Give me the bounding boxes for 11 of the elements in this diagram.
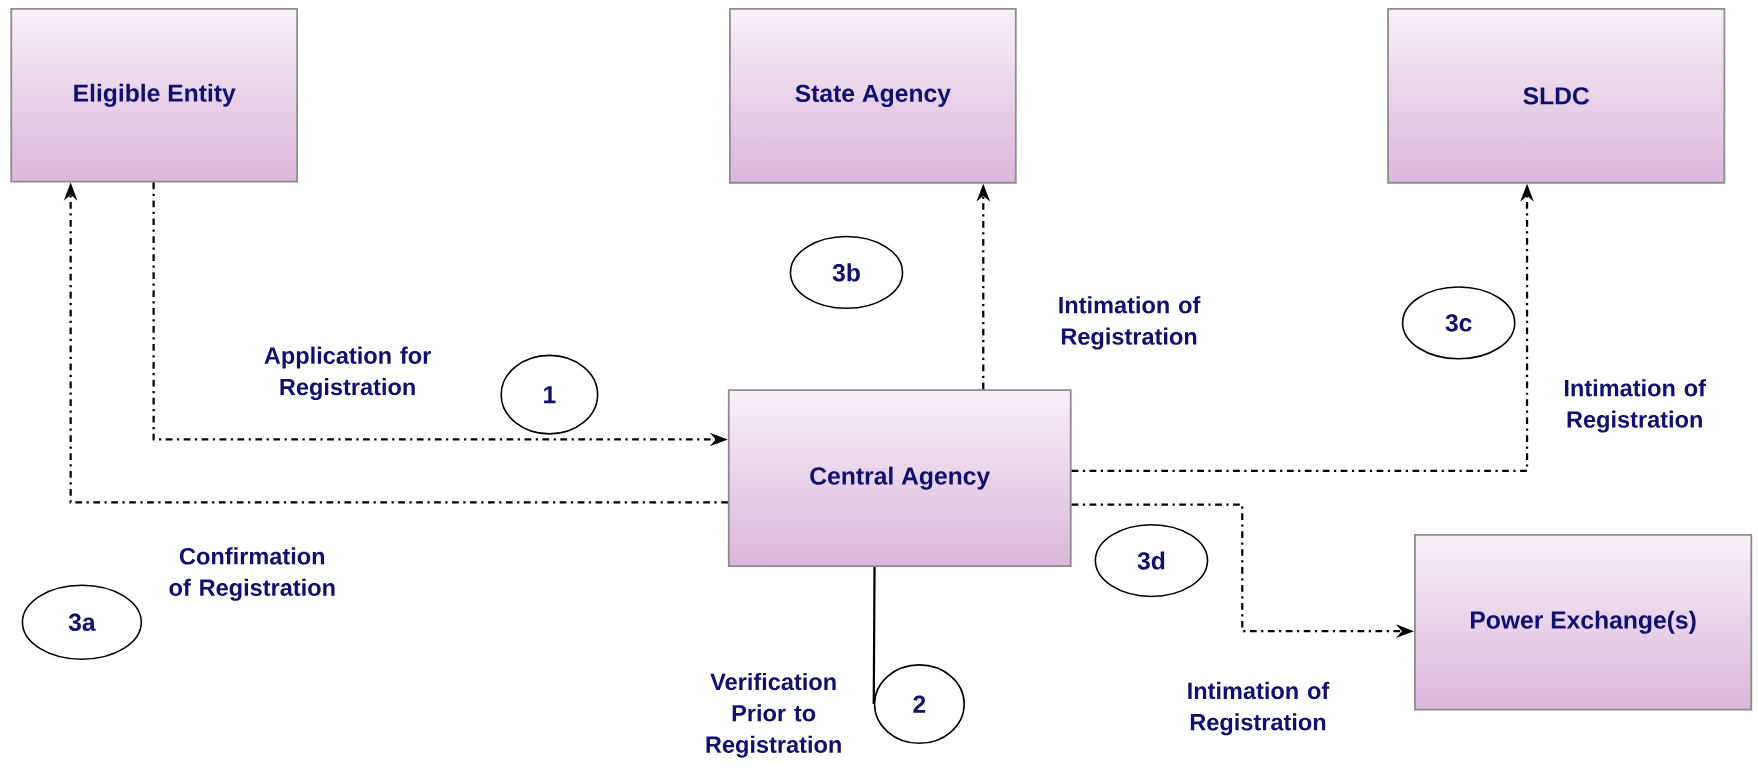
process-box: Eligible Entity bbox=[10, 7, 299, 183]
process-box: Power Exchange(s) bbox=[1414, 533, 1753, 711]
process-box: Central Agency bbox=[727, 389, 1072, 567]
process-box: State Agency bbox=[729, 7, 1017, 184]
edge-label: Intimation of Registration bbox=[1188, 681, 1330, 736]
edge-label: Verification Prior to Registration bbox=[706, 672, 841, 758]
edge-label: Application for Registration bbox=[264, 346, 431, 400]
edge-label: Intimation of Registration bbox=[1059, 296, 1201, 350]
process-box: SLDC bbox=[1387, 7, 1726, 184]
edge-label: Intimation of Registration bbox=[1565, 378, 1706, 433]
edge-label: Confirmation of Registration bbox=[169, 547, 335, 601]
